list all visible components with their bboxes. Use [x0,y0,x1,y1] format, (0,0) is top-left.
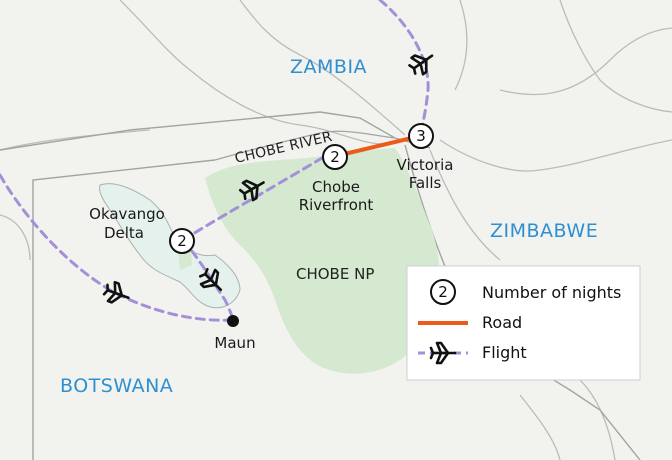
legend-nights-sample: 2 [438,283,448,301]
stop-victoria-falls-marker: 3 [408,123,434,149]
place-label-okavango-line2: Delta [104,224,144,242]
chobe-national-park [205,148,440,374]
country-label-zimbabwe: ZIMBABWE [490,220,598,242]
country-label-zambia: ZAMBIA [290,56,367,78]
stop-chobe-marker: 2 [322,144,348,170]
place-label-okavango-line1: Okavango [89,205,165,223]
flight-route-north [378,0,430,136]
legend-nights-icon [430,279,456,305]
nights-chobe: 2 [330,148,340,166]
place-label-chobe-line1: Chobe [312,178,360,196]
location-dot-icon [227,315,239,327]
place-label-maun: Maun [214,334,255,352]
legend: 2 Number of nights Road Flight [406,265,641,381]
stop-okavango-marker: 2 [169,228,195,254]
okavango-delta-area [99,183,241,309]
road-chobe-victoria [334,134,422,158]
national-park-label: CHOBE NP [296,265,374,283]
flight-route-chobe-delta [181,156,324,242]
place-label-victoria-line1: Victoria [397,156,454,174]
country-label-botswana: BOTSWANA [60,375,173,397]
legend-nights-label: Number of nights [482,283,621,302]
legend-flight-label: Flight [482,343,527,362]
place-label-chobe-line2: Riverfront [299,196,374,214]
chobe-river-line [214,130,396,161]
nights-victoria-falls: 3 [416,127,426,145]
legend-road-label: Road [482,313,522,332]
nights-okavango: 2 [177,232,187,250]
place-label-victoria-line2: Falls [409,174,442,192]
